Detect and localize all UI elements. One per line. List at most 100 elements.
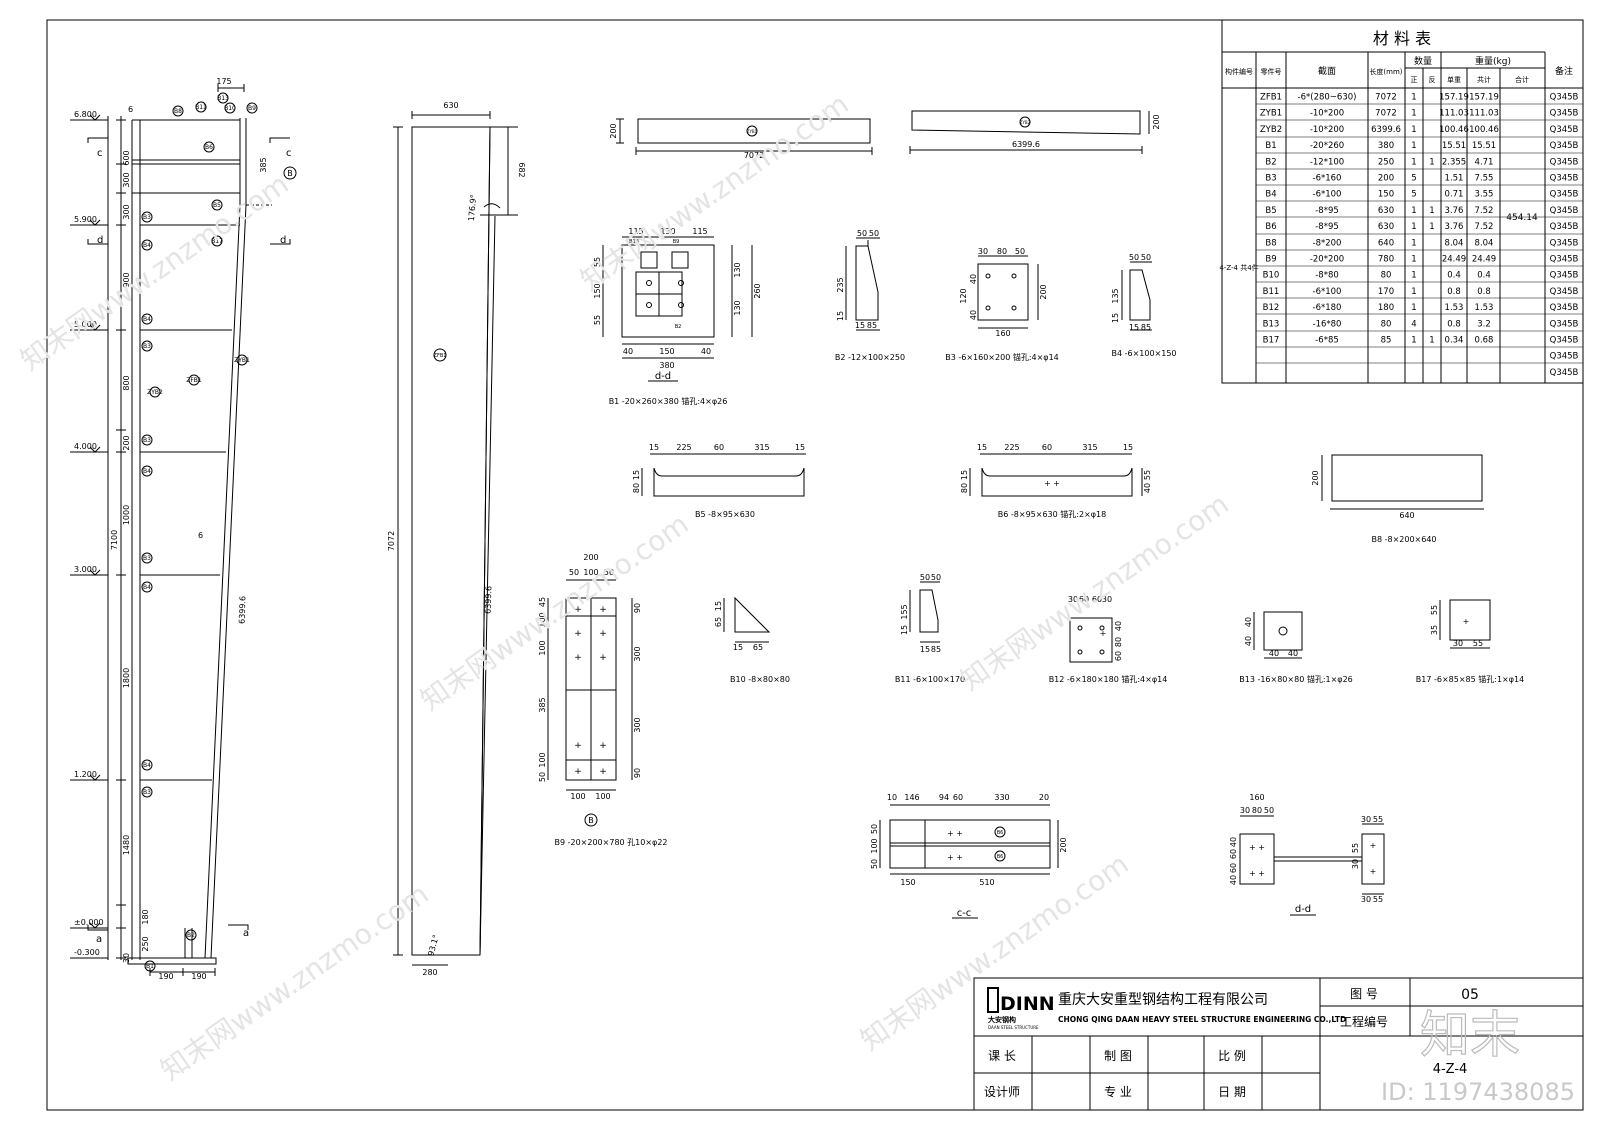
dim-30: 30: [122, 953, 131, 963]
b9-l6: 100: [538, 752, 547, 767]
b4-d4: 15: [1111, 313, 1120, 323]
table-cell-spec: -6*180: [1313, 303, 1342, 313]
table-cell-qty-pos: 1: [1411, 238, 1416, 248]
table-cell-unit-weight: 0.34: [1445, 336, 1464, 346]
title-block: [973, 977, 1584, 1111]
b8-caption: B8 -8×200×640: [1371, 535, 1436, 544]
base-dim-190-a: 190: [158, 972, 173, 981]
table-cell-total-weight: 111.03: [1469, 109, 1499, 119]
table-cell-unit-weight: 3.76: [1445, 206, 1464, 216]
strip2-h: 200: [1152, 114, 1161, 129]
b4-d3: 135: [1111, 288, 1120, 303]
b2-d3: 235: [836, 277, 845, 292]
table-cell-qty-pos: 1: [1411, 222, 1416, 232]
cc-t5: 330: [994, 793, 1009, 802]
table-cell-part: B12: [1263, 303, 1280, 313]
b9-r4: 90: [633, 768, 642, 778]
b3-d2: 80: [997, 247, 1007, 256]
table-cell-part: B5: [1265, 206, 1276, 216]
dim-250: 250: [141, 936, 150, 951]
table-cell-qty-pos: 1: [1411, 206, 1416, 216]
b9-r2: 300: [633, 646, 642, 661]
b12-d6: 80: [1114, 637, 1123, 647]
table-cell-length: 7072: [1375, 93, 1397, 103]
column-elevation: [87, 84, 291, 976]
flange-top-630: 630: [443, 101, 458, 110]
cc-t3: 94: [939, 793, 949, 802]
table-cell-part: B2: [1265, 157, 1276, 167]
table-cell-total-weight: 8.04: [1475, 238, 1494, 248]
b9-caption: B9 -20×200×780 孔10×φ22: [554, 838, 667, 847]
table-cell-unit-weight: 0.71: [1445, 190, 1464, 200]
table-cell-part: B1: [1265, 141, 1276, 151]
table-cell-part: ZFB1: [1260, 93, 1282, 103]
table-cell-part: B10: [1263, 271, 1280, 281]
th-part: 零件号: [1261, 67, 1282, 76]
b10-d2: 65: [714, 617, 723, 627]
table-cell-length: 150: [1378, 190, 1394, 200]
b10-d4: 65: [753, 643, 763, 652]
dim-7100: 7100: [110, 530, 119, 550]
cc-t6: 20: [1039, 793, 1049, 802]
b11-caption: B11 -6×100×170: [895, 675, 965, 684]
date-label: 日 期: [1218, 1085, 1246, 1099]
logo-text: DINN: [1000, 993, 1055, 1015]
table-cell-material: Q345B: [1550, 93, 1579, 103]
section-a-left: a: [96, 934, 102, 945]
table-cell-unit-weight: 100.46: [1439, 125, 1469, 135]
b6-s4: 55: [1143, 470, 1152, 480]
th-weight: 重量(kg): [1475, 55, 1511, 67]
table-cell-qty-pos: 1: [1411, 255, 1416, 265]
cc-tag-b6b: B6: [997, 854, 1004, 860]
table-cell-unit-weight: 1.51: [1445, 174, 1464, 184]
b9-tag: B: [588, 816, 594, 825]
b6-d4: 315: [1082, 443, 1097, 452]
table-cell-part: B13: [1263, 319, 1280, 329]
section-a-right: a: [243, 928, 249, 939]
table-cell-total-weight: 1.53: [1475, 303, 1494, 313]
svg-text:+: +: [574, 741, 582, 751]
b10-d1: 15: [714, 601, 723, 611]
dim-180: 180: [141, 909, 150, 924]
table-cell-total-weight: 24.49: [1472, 255, 1496, 265]
cc-t1: 10: [887, 793, 897, 802]
dim-1000: 1000: [122, 505, 131, 525]
b13-d4: 40: [1288, 649, 1298, 658]
b9-b2: 100: [595, 792, 610, 801]
table-cell-length: 380: [1378, 141, 1394, 151]
tag-b10: B10: [224, 105, 236, 112]
table-cell-spec: -16*80: [1313, 319, 1342, 329]
dim-900: 900: [122, 272, 131, 287]
watermark-brand: 知末: [1420, 1006, 1520, 1064]
cc-l1: 50: [870, 824, 879, 834]
cc-b2: 510: [979, 878, 994, 887]
table-cell-qty-pos: 1: [1411, 271, 1416, 281]
dd-holes-a: + +: [1249, 843, 1265, 852]
flange-bottom-280: 280: [422, 968, 437, 977]
cc-holes-a: + +: [947, 829, 963, 838]
discipline-label: 专 业: [1104, 1084, 1132, 1099]
column-annotations: 175 6 c c d d a a 6 6399.6 385 190 190: [96, 77, 292, 981]
table-cell-qty-pos: 1: [1411, 303, 1416, 313]
b5-caption: B5 -8×95×630: [695, 510, 755, 519]
table-cell-spec: -8*95: [1315, 222, 1339, 232]
watermark-site-3: 知末网www.znzmo.com: [415, 507, 695, 717]
tag-b11: B11: [195, 104, 207, 111]
th-spec: 截面: [1318, 65, 1336, 77]
svg-text:+: +: [599, 767, 607, 777]
b13-d3: 40: [1269, 649, 1279, 658]
b4-caption: B4 -6×100×150: [1111, 349, 1176, 358]
b12-d7: 60: [1114, 651, 1123, 661]
tag-zyb2: ZYB2: [147, 389, 163, 396]
dd-tp2: 80: [1252, 806, 1262, 815]
dim-800: 800: [122, 375, 131, 390]
strip2-tag: ZYB2: [1020, 120, 1031, 125]
dd-rm2: 30: [1351, 859, 1360, 869]
table-cell-qty-neg: 1: [1429, 222, 1434, 232]
table-cell-material: Q345B: [1550, 368, 1579, 378]
b5-d5: 15: [795, 443, 805, 452]
b1-top-150: 150: [660, 227, 675, 236]
table-cell-material: Q345B: [1550, 157, 1579, 167]
b6-s1: 80: [960, 483, 969, 493]
b17-caption: B17 -6×85×85 锚孔:1×φ14: [1416, 674, 1524, 684]
